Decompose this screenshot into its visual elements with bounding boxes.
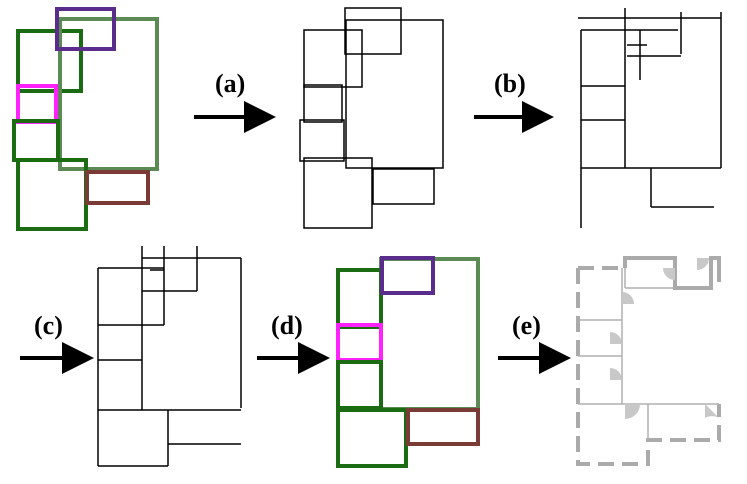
room-box-large-light-green [58,17,159,171]
panel-aligned-lines [97,246,242,467]
step-b: (b) [474,69,554,133]
refined-box-dark-green-2 [336,360,383,410]
exterior-wall-top [623,256,721,290]
step-e-label: (e) [512,311,541,340]
exterior-walls [576,266,721,466]
door-swing-1 [663,268,675,280]
panel-outline-boxes [299,7,444,229]
outline-box-top [344,7,402,55]
room-box-brown [85,170,150,205]
refined-box-magenta [336,323,383,362]
room-box-dark-green-2 [12,119,60,162]
outline-box-2 [303,84,343,123]
door-swing-5 [610,368,622,380]
refined-box-brown [406,408,480,446]
step-c-label: (c) [34,311,63,340]
wall-segments [578,8,722,228]
refined-box-dark-green-3 [336,408,408,468]
step-e: (e) [498,311,571,374]
outline-box-1 [303,29,363,88]
refined-box-large-light-green [379,257,480,411]
outline-box-large [345,19,444,169]
step-a-label: (a) [215,69,245,98]
door-swing-3 [622,292,634,304]
panel-input-room-boxes [12,7,159,231]
refined-box-purple [380,256,435,295]
refined-box-dark-green-1 [336,268,383,329]
panel-final-floorplan [576,256,721,466]
door-swing-4 [610,332,622,344]
door-swing-6 [625,404,640,419]
outline-box-4 [303,157,373,229]
interior-walls [578,268,719,440]
room-box-purple [55,7,116,51]
room-box-dark-green-1 [16,29,83,93]
door-swing-2 [697,258,709,270]
door-swing-7 [705,404,719,418]
step-d-label: (d) [271,311,303,340]
outline-box-5 [372,168,435,205]
panel-wall-segments [578,8,722,228]
aligned-wall-lines [97,246,242,467]
step-b-label: (b) [494,69,526,98]
step-d: (d) [257,311,330,374]
step-a: (a) [194,69,276,133]
panel-refined-room-boxes [336,256,480,468]
step-c: (c) [20,311,94,374]
outline-box-3 [299,119,345,162]
